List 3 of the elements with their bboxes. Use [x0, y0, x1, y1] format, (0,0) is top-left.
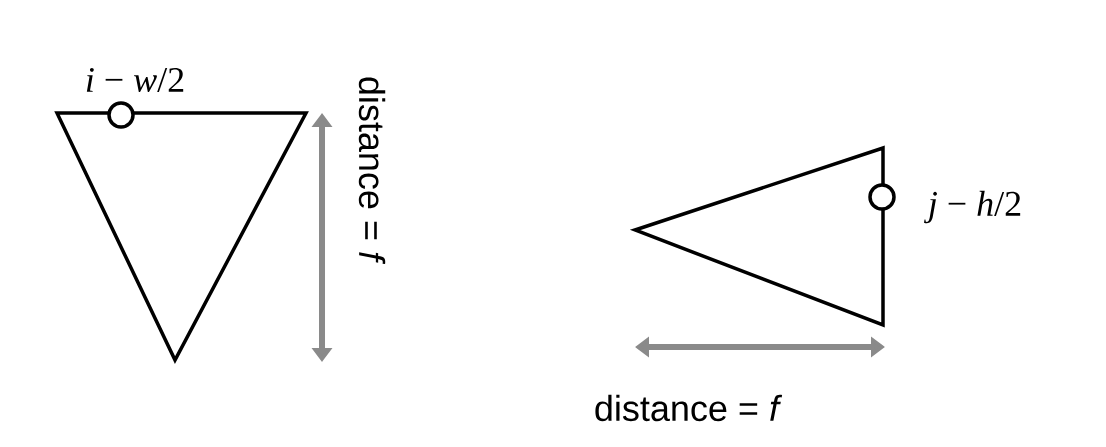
label: distance = f	[595, 394, 783, 422]
label: j − h/2	[924, 190, 1021, 224]
label: distance = f	[358, 77, 386, 265]
